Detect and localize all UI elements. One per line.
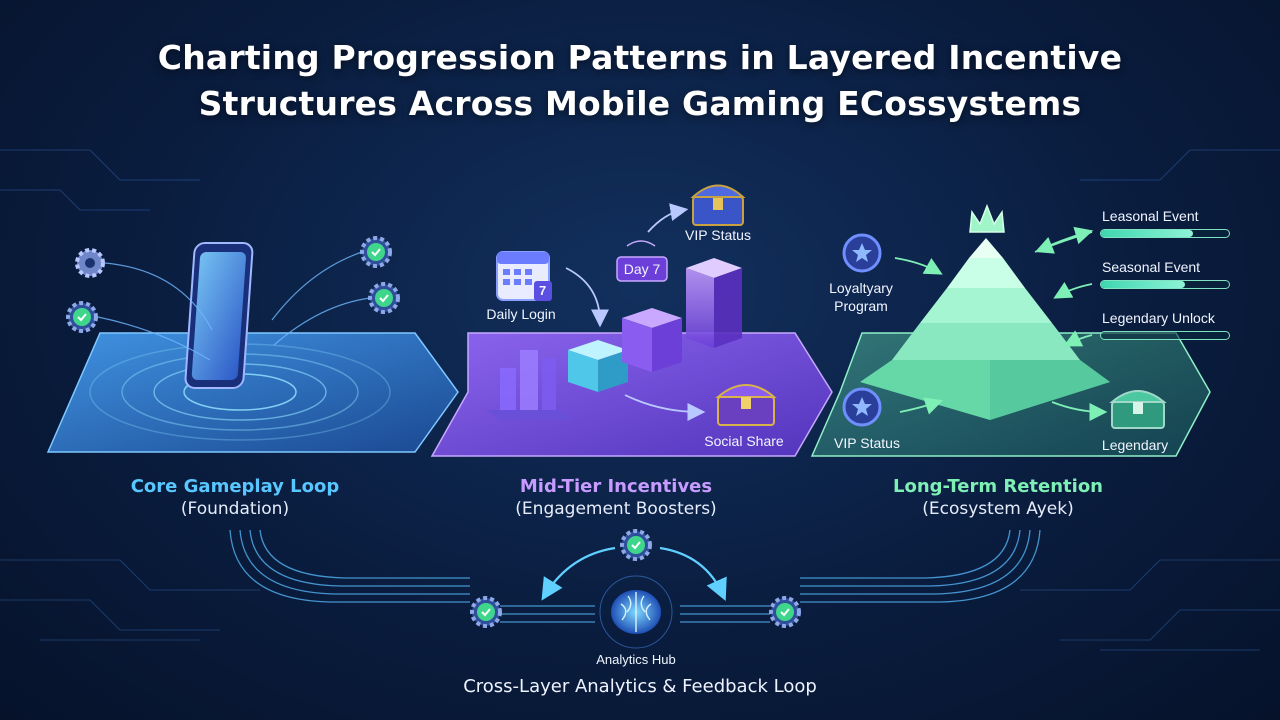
day-badge <box>616 240 668 282</box>
check-gear-icon <box>470 596 502 628</box>
check-gear-icon <box>769 596 801 628</box>
mid-tier-arrows <box>565 203 706 421</box>
social-share-label: Social Share <box>704 433 784 449</box>
layer-subtitle-retention: (Ecosystem Ayek) <box>922 499 1074 519</box>
event-label: Leasonal Event <box>1102 208 1199 224</box>
treasure-chest-icon <box>715 384 777 426</box>
vip-status-retention-label: VIP Status <box>834 435 900 451</box>
check-gear-icon <box>368 282 400 314</box>
daily-login-label: Daily Login <box>486 306 556 322</box>
page-title-line-2: Structures Across Mobile Gaming ECossyst… <box>198 84 1082 123</box>
event-label: Legendary Unlock <box>1102 310 1215 326</box>
legendary-label: Legendary <box>1101 437 1169 453</box>
event-progress-fill <box>1101 230 1194 237</box>
feedback-loop-title: Cross-Layer Analytics & Feedback Loop <box>463 676 817 697</box>
treasure-chest-icon <box>690 184 746 226</box>
day-badge-label: Day 7 <box>623 261 661 277</box>
check-gear-icon <box>66 301 98 333</box>
loop-arrows <box>541 546 727 602</box>
event-progress-fill <box>1101 281 1186 288</box>
page-title-line-1: Charting Progression Patterns in Layered… <box>157 38 1123 77</box>
calendar-day-number: 7 <box>539 283 547 298</box>
check-gear-icon <box>360 236 392 268</box>
loyalty-program-label-line-1: Loyaltyary <box>829 280 893 296</box>
retention-arrows <box>894 226 1108 421</box>
connector-lines <box>97 251 371 361</box>
cube-block <box>568 340 628 392</box>
layer-title-core: Core Gameplay Loop <box>130 476 340 497</box>
star-badge-icon <box>842 387 882 427</box>
calendar-icon <box>496 251 552 301</box>
retention-pyramid <box>860 238 1110 420</box>
layer-title-mid: Mid-Tier Incentives <box>519 476 713 497</box>
event-progress-bar <box>1100 229 1230 238</box>
circuit-background <box>0 149 1280 651</box>
loyalty-program-label-line-2: Program <box>834 298 888 314</box>
gear-icon <box>75 248 105 278</box>
layer-title-retention: Long-Term Retention <box>892 476 1104 497</box>
cube-block <box>622 308 682 372</box>
crystal-tower <box>686 258 742 348</box>
vip-status-label: VIP Status <box>685 227 751 243</box>
crown-icon <box>969 203 1005 233</box>
feedback-loop-lines <box>229 529 1041 623</box>
treasure-chest-icon <box>1109 390 1167 429</box>
event-label: Seasonal Event <box>1102 259 1201 275</box>
star-badge-icon <box>842 233 882 273</box>
bar-towers <box>486 350 575 420</box>
check-gear-icon <box>620 529 652 561</box>
event-progress-bar <box>1100 331 1230 340</box>
analytics-hub-label: Analytics Hub <box>596 652 676 667</box>
smartphone-icon <box>184 242 254 389</box>
event-progress-bar <box>1100 280 1230 289</box>
brain-icon <box>599 575 673 649</box>
core-gameplay-platform <box>46 332 459 453</box>
layer-subtitle-core: (Foundation) <box>180 499 290 519</box>
layer-subtitle-mid: (Engagement Boosters) <box>515 499 717 519</box>
